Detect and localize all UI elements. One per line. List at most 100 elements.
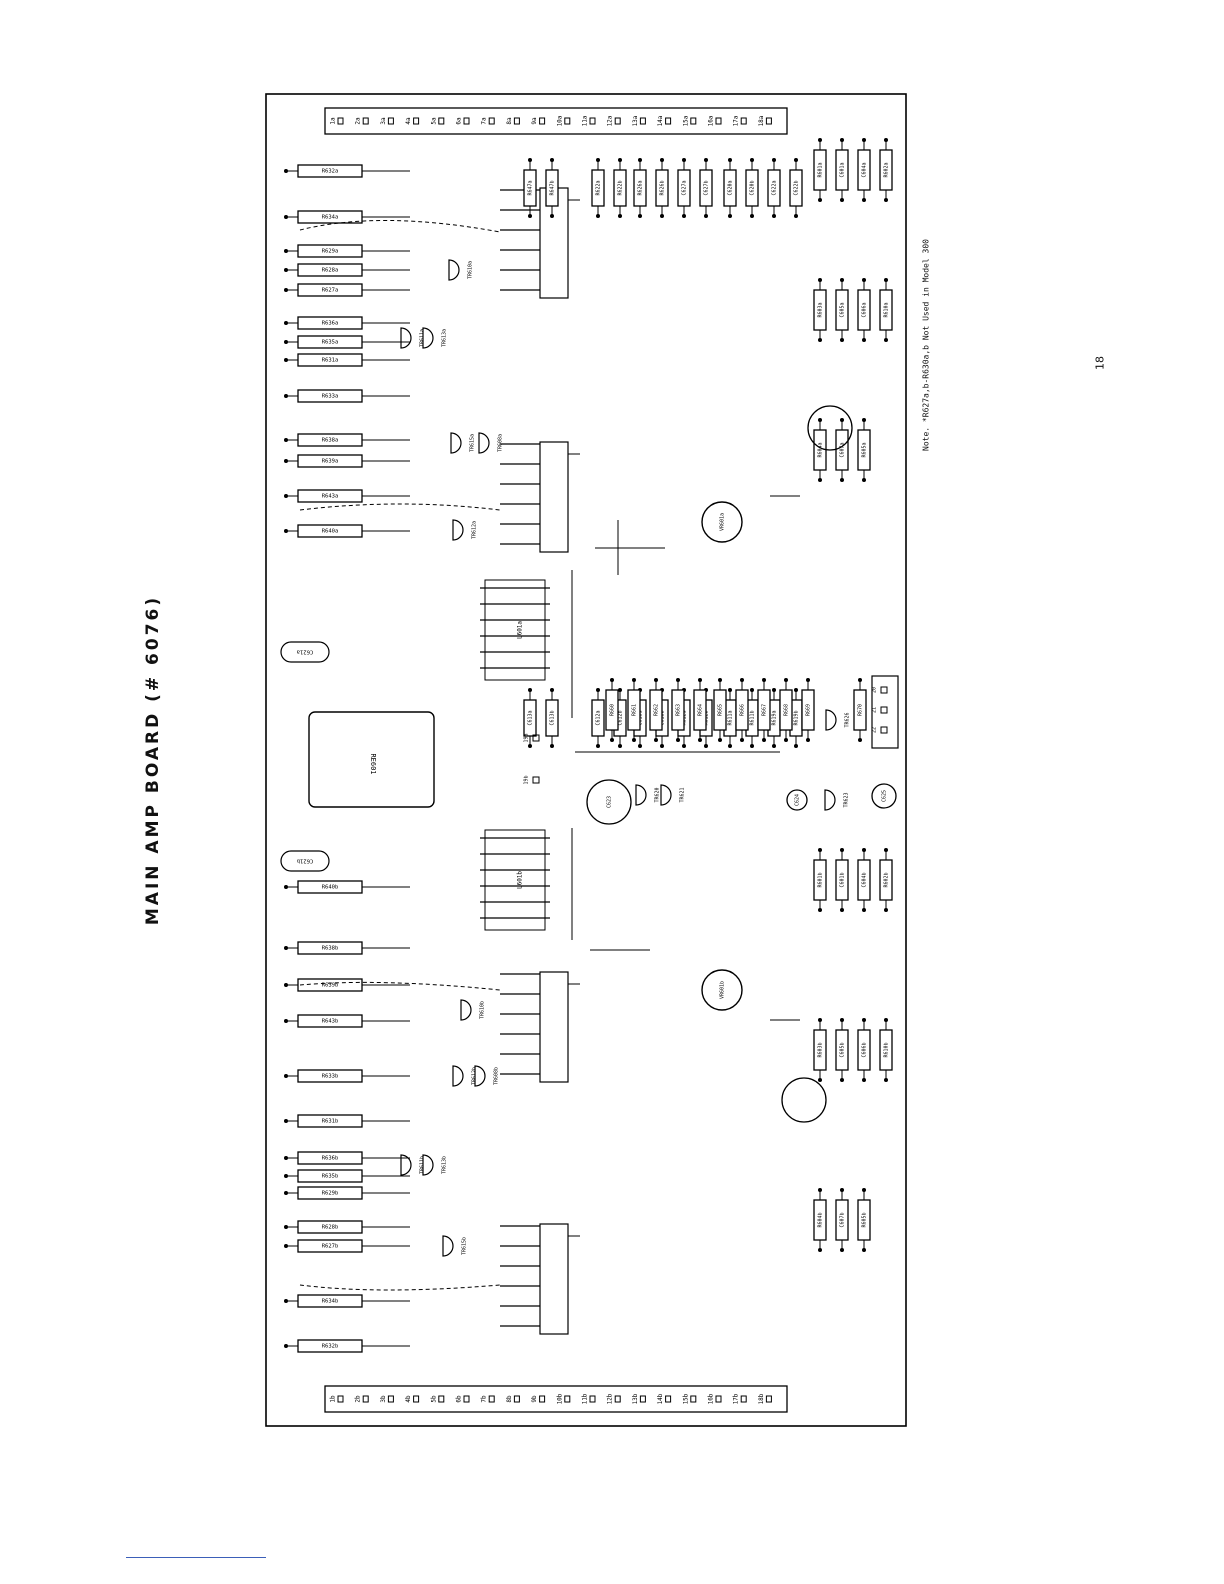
- vresistor-label: R647a: [528, 180, 534, 195]
- pot-body: [701, 501, 743, 543]
- bottom-pin-pad: [765, 1395, 772, 1403]
- resistor-body: [297, 489, 363, 503]
- pot-body: [701, 969, 743, 1011]
- heatsinks: [500, 187, 580, 1335]
- top-pin-pad: [488, 117, 495, 125]
- vresistor-pad: [862, 418, 866, 422]
- vresistor-body: [713, 689, 727, 731]
- resistor-label: R634a: [322, 215, 339, 221]
- top-pin-label: 16a: [708, 115, 715, 126]
- resistor-body: [297, 1014, 363, 1028]
- vresistor-pad: [884, 908, 888, 912]
- top-pin-pad: [539, 117, 546, 125]
- top-pin-label: 12a: [607, 115, 614, 126]
- vresistor-body: [693, 689, 707, 731]
- board-outline: [265, 93, 907, 1427]
- top-pin-pad: [337, 117, 344, 125]
- large-cap-body: [781, 1077, 827, 1123]
- top-pin-pad: [614, 117, 621, 125]
- vresistor-pad: [618, 214, 622, 218]
- resistor-label: R627b: [322, 1244, 339, 1250]
- vresistor-label: C601b: [840, 872, 846, 887]
- resistor-body: [297, 1169, 363, 1183]
- vresistor-pad: [718, 738, 722, 742]
- resistor-label: R635a: [322, 340, 339, 346]
- vresistor-body: [779, 689, 793, 731]
- vresistor-pad: [806, 678, 810, 682]
- vresistor-pad: [794, 744, 798, 748]
- bottom-pin-label: 3b: [380, 1395, 387, 1403]
- vresistor-pad: [660, 214, 664, 218]
- vresistor-pad: [704, 744, 708, 748]
- vresistor-body: [857, 149, 871, 191]
- vresistor-label: C627b: [704, 180, 710, 195]
- vresistor-label: R662: [654, 704, 660, 716]
- resistor-label: R633b: [322, 1074, 339, 1080]
- vresistor-label: R670: [858, 704, 864, 716]
- resistor-pad: [284, 169, 288, 173]
- bottom-pin-label: 5b: [430, 1395, 437, 1403]
- coil-frame: [484, 829, 546, 931]
- resistor-pad: [284, 340, 288, 344]
- vresistor-pad: [718, 678, 722, 682]
- bottom-pin-label: 6b: [456, 1395, 463, 1403]
- top-pin-pad: [690, 117, 697, 125]
- vresistor-pad: [858, 678, 862, 682]
- vresistor-pad: [750, 158, 754, 162]
- vresistor-pad: [840, 278, 844, 282]
- bottom-pin-pad: [438, 1395, 445, 1403]
- top-pin-label: 15a: [682, 115, 689, 126]
- top-pin-pad: [413, 117, 420, 125]
- bottom-pin-label: 10b: [556, 1393, 563, 1404]
- resistor-body: [297, 164, 363, 178]
- vresistor-label: R605b: [862, 1212, 868, 1227]
- terminal-label: 19b: [524, 775, 530, 784]
- vresistor-pad: [740, 738, 744, 742]
- transistor-body: [635, 784, 647, 806]
- vresistor-pad: [806, 738, 810, 742]
- resistor-label: R627a: [322, 288, 339, 294]
- vresistor-pad: [550, 158, 554, 162]
- resistor-label: R631a: [322, 358, 339, 364]
- bottom-pin-label: 4b: [405, 1395, 412, 1403]
- vresistor-pad: [618, 688, 622, 692]
- vresistor-label: C607b: [840, 1212, 846, 1227]
- vresistor-pad: [818, 1248, 822, 1252]
- transistor-label: TR623: [844, 792, 850, 807]
- traces: [299, 219, 800, 1291]
- vresistor-pad: [632, 678, 636, 682]
- vresistor-label: R604b: [818, 1212, 824, 1227]
- top-pin-pad: [639, 117, 646, 125]
- vresistor-pad: [728, 214, 732, 218]
- vresistor-pad: [818, 848, 822, 852]
- vresistor-label: C606a: [862, 302, 868, 317]
- transistor-label: TR612b: [472, 1067, 478, 1085]
- vresistor-label: R610b: [884, 1042, 890, 1057]
- transistor-body: [422, 1154, 434, 1176]
- vresistor-pad: [676, 738, 680, 742]
- vresistor-pad: [596, 744, 600, 748]
- vresistor-pad: [682, 744, 686, 748]
- vresistor-pad: [858, 738, 862, 742]
- vresistor-label: R663: [676, 704, 682, 716]
- vresistor-label: R603a: [818, 302, 824, 317]
- large-cap-label: C625: [882, 790, 888, 802]
- vresistor-pad: [862, 138, 866, 142]
- vresistor-label: R601b: [818, 872, 824, 887]
- vresistor-body: [835, 1199, 849, 1241]
- vresistor-pad: [772, 214, 776, 218]
- resistor-pad: [284, 321, 288, 325]
- vresistor-body: [835, 1029, 849, 1071]
- resistor-label: R636a: [322, 321, 339, 327]
- vresistor-pad: [750, 688, 754, 692]
- vresistor-pad: [862, 198, 866, 202]
- top-pin-label: 1a: [330, 117, 337, 125]
- resistor-body: [297, 283, 363, 297]
- bottom-pin-label: 2b: [355, 1395, 362, 1403]
- vresistor-pad: [840, 198, 844, 202]
- vresistor-pad: [528, 214, 532, 218]
- heatsink-body: [539, 971, 569, 1083]
- bottom-pin-pad: [362, 1395, 369, 1403]
- resistor-label: R639a: [322, 459, 339, 465]
